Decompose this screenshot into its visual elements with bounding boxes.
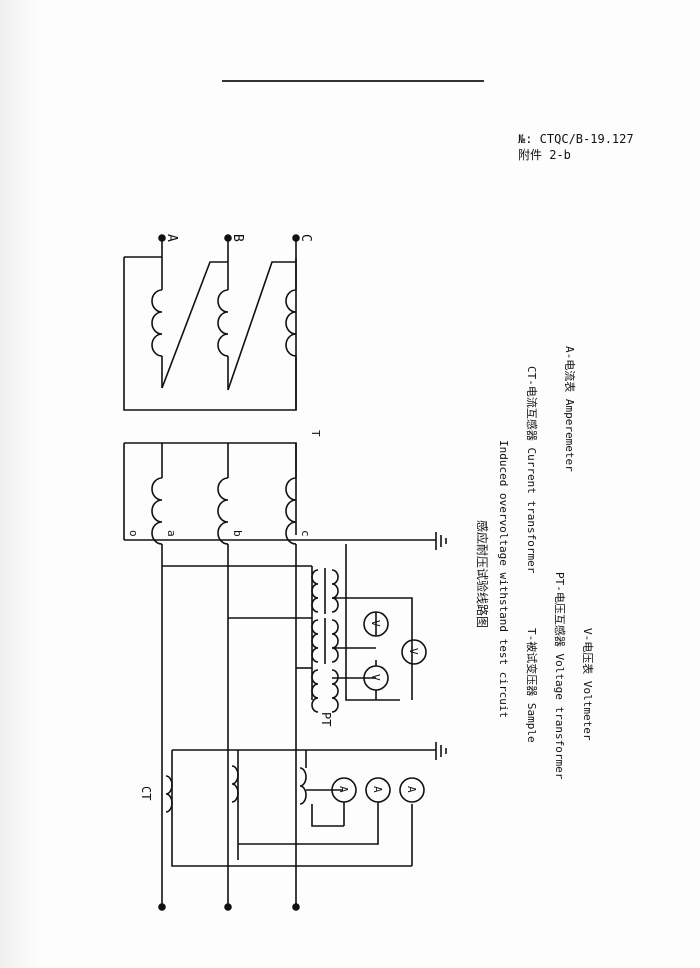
sample-t-label: T: [309, 430, 322, 437]
winding-c-label: c: [299, 530, 312, 537]
terminal-labels: A B C: [164, 234, 313, 242]
legend-a: A-电流表 Amperemeter: [563, 346, 577, 472]
terminal-a-label: A: [164, 234, 179, 242]
pt-unit-2-secondary: [331, 619, 339, 663]
voltmeter-symbols: V V V PT: [319, 620, 420, 726]
voltmeter-3-symbol: V: [407, 648, 420, 655]
pt-unit-1-primary: [311, 569, 319, 613]
coil-a-top: [151, 289, 163, 357]
legend-v: V-电压表 Voltmeter: [581, 628, 595, 741]
attachment-label: 附件 2-b: [518, 148, 571, 162]
legend-block: T-被试变压器 Sample CT-电流互感器 Current transfor…: [525, 346, 595, 780]
legend-ct: CT-电流互感器 Current transformer: [525, 366, 539, 574]
ground-top: [435, 532, 447, 550]
coil-b-top: [217, 289, 229, 357]
coil-c-sample: [285, 477, 297, 545]
voltmeter-3: [401, 639, 427, 665]
ammeter-2: [365, 777, 391, 803]
pt-group: [162, 544, 427, 713]
ground-bottom: [435, 742, 447, 760]
ammeter-1: [331, 777, 357, 803]
document-number-block: №: CTQC/B-19.127 附件 2-b: [518, 131, 634, 163]
pt-unit-1-secondary: [331, 569, 339, 613]
ct-coil-c: [299, 767, 307, 805]
phase-conductors: [158, 560, 300, 911]
voltmeter-1-symbol: V: [369, 620, 382, 627]
pt-label: PT: [319, 712, 333, 726]
voltmeter-2: [363, 665, 389, 691]
coil-c-top: [285, 289, 297, 357]
winding-o-label: o: [127, 530, 140, 537]
pt-unit-3-primary: [311, 669, 319, 713]
voltmeter-1: [363, 611, 389, 637]
ct-coil-b: [231, 765, 239, 803]
terminal-c-label: C: [298, 234, 313, 242]
ammeter-symbols: A A A CT: [139, 786, 418, 800]
legend-pt: PT-电压互感器 Voltage transformer: [553, 572, 566, 780]
ammeter-3: [399, 777, 425, 803]
sample-labels: T o a b c: [127, 430, 322, 537]
ammeter-1-symbol: A: [337, 786, 350, 793]
winding-b-label: b: [231, 530, 244, 537]
ammeter-3-symbol: A: [405, 786, 418, 793]
top-transformer: [123, 234, 300, 411]
caption-block: 感应耐压试验线路图 Induced overvoltage withstand …: [475, 440, 510, 718]
document-number: №: CTQC/B-19.127: [518, 132, 634, 146]
pt-unit-3-secondary: [331, 669, 339, 713]
coil-b-sample: [217, 477, 229, 545]
sample-transformer: [123, 442, 447, 560]
ct-coil-a: [165, 775, 173, 813]
caption-title-en: Induced overvoltage withstand test circu…: [497, 440, 510, 718]
ammeter-2-symbol: A: [371, 786, 384, 793]
terminal-b-label: B: [230, 234, 245, 242]
voltmeter-2-symbol: V: [369, 674, 382, 681]
pt-unit-2-primary: [311, 619, 319, 663]
scan-shadow: [0, 0, 40, 968]
top-rule: [222, 80, 484, 82]
ct-label: CT: [139, 786, 153, 800]
legend-t: T-被试变压器 Sample: [525, 628, 539, 743]
ct-group: [165, 742, 447, 867]
winding-a-label: a: [165, 530, 178, 537]
caption-title-cn: 感应耐压试验线路图: [475, 520, 490, 628]
coil-a-sample: [151, 477, 163, 545]
